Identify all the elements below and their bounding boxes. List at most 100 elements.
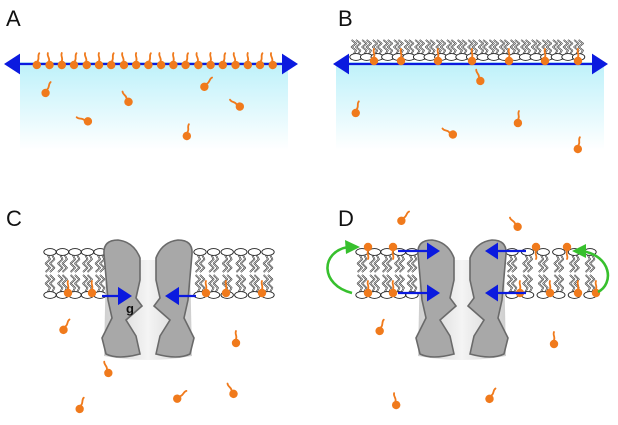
surfactant-molecule-icon <box>218 52 227 70</box>
surfactant-molecule-icon <box>549 331 559 349</box>
lipid-tail-icon <box>220 248 234 273</box>
flip-arrow <box>326 245 353 295</box>
surfactant-molecule-icon <box>573 48 583 66</box>
surfactant-molecule-icon <box>87 280 97 298</box>
panel-c-bilayer <box>43 239 275 414</box>
surfactant-molecule-icon <box>119 52 129 70</box>
surfactant-molecule-icon <box>59 318 71 335</box>
water-phase-b <box>336 62 604 150</box>
surfactant-molecule-icon <box>433 48 443 66</box>
lipid-tail-icon <box>552 274 566 299</box>
surfactant-molecule-icon <box>243 52 252 70</box>
lipid-tail-icon <box>359 39 374 61</box>
surfactant-molecule-icon <box>397 210 410 225</box>
surfactant-molecule-icon <box>363 280 373 298</box>
surfactant-molecule-icon <box>467 48 477 66</box>
surfactant-molecule-icon <box>475 68 485 86</box>
surfactant-molecule-icon <box>45 52 54 70</box>
panel-label-a: A <box>6 6 21 31</box>
surfactant-molecule-icon <box>231 52 240 70</box>
surfactant-molecule-icon <box>221 280 231 298</box>
surfactant-molecule-icon <box>545 280 555 298</box>
ion-channel-icon <box>415 239 509 360</box>
surfactant-molecule-icon <box>132 52 141 70</box>
surfactant-molecule-icon <box>391 392 401 410</box>
lipid-tail-icon <box>476 39 490 61</box>
surfactant-molecule-icon <box>388 242 398 260</box>
panel-a-interface <box>4 52 298 141</box>
lipid-tail-icon <box>550 39 565 61</box>
lipid-tail-icon <box>43 248 57 273</box>
surfactant-molecule-icon <box>231 330 241 348</box>
surfactant-molecule-icon <box>257 280 267 298</box>
lipid-tail-icon <box>392 248 407 273</box>
arrowhead-icon <box>4 53 20 75</box>
surfactant-molecule-icon <box>182 123 192 141</box>
lipid-tail-icon <box>505 248 519 273</box>
lipid-tail-icon <box>536 248 550 273</box>
water-phase-a <box>20 62 288 150</box>
surfactant-molecule-icon <box>268 52 277 70</box>
surfactant-molecule-icon <box>121 90 133 107</box>
surfactant-molecule-icon <box>540 48 550 66</box>
surfactant-molecule-icon <box>573 136 583 154</box>
lipid-tail-icon <box>247 248 262 273</box>
surfactant-molecule-icon <box>396 48 406 66</box>
arrowhead-icon <box>485 284 498 302</box>
surfactant-molecule-icon <box>75 116 93 126</box>
surfactant-molecule-icon <box>388 280 398 298</box>
surfactant-molecule-icon <box>509 216 522 231</box>
lipid-tail-icon <box>520 248 535 273</box>
surfactant-molecule-icon <box>144 52 153 70</box>
surfactant-molecule-icon <box>63 280 73 298</box>
surfactant-molecule-icon <box>363 242 373 260</box>
lipid-tail-icon <box>234 274 248 299</box>
arrowhead-icon <box>118 286 132 306</box>
lipid-tail-icon <box>43 274 57 299</box>
surfactant-molecule-icon <box>562 242 572 260</box>
arrowhead-icon <box>333 53 349 75</box>
surfactant-molecule-icon <box>255 52 265 70</box>
surfactant-molecule-icon <box>194 52 203 70</box>
gate-label: g <box>126 301 134 316</box>
lipid-tail-icon <box>405 248 419 273</box>
surfactant-molecule-icon <box>173 390 188 403</box>
lipid-tail-icon <box>234 248 248 273</box>
lipid-tail-icon <box>402 39 416 61</box>
lipid-tail-icon <box>552 248 566 273</box>
surfactant-molecule-icon <box>351 100 360 118</box>
ion-channel-icon <box>101 239 195 360</box>
surfactant-molecule-icon <box>169 52 178 70</box>
panel-d-bilayer <box>326 210 610 410</box>
surfactant-molecule-icon <box>441 127 458 139</box>
surfactant-molecule-icon <box>181 52 190 70</box>
surfactant-molecule-icon <box>41 81 52 98</box>
surfactant-molecule-icon <box>485 387 497 404</box>
lipid-tail-icon <box>349 39 363 61</box>
surfactant-molecule-icon <box>513 110 523 128</box>
surfactant-molecule-icon <box>75 396 85 414</box>
arrowhead-icon <box>282 53 298 75</box>
lipid-tail-icon <box>518 39 533 61</box>
lipid-tail-icon <box>529 39 543 61</box>
flip-arrow <box>581 249 610 294</box>
lipid-tail-icon <box>536 274 550 299</box>
lipid-tail-icon <box>380 248 394 273</box>
surfactant-molecule-icon <box>106 52 116 70</box>
panel-label-c: C <box>6 206 22 231</box>
lipid-tail-icon <box>423 39 437 61</box>
surfactant-molecule-icon <box>69 52 79 70</box>
panel-b-monolayer <box>333 39 608 154</box>
lipid-tail-icon <box>80 248 95 273</box>
surfactant-molecule-icon <box>573 280 583 298</box>
panel-label-b: B <box>338 6 353 31</box>
panel-label-d: D <box>338 206 354 231</box>
arrowhead-icon <box>592 53 608 75</box>
surfactant-molecule-icon <box>206 52 215 70</box>
surfactant-molecule-icon <box>32 52 41 70</box>
surfactant-molecule-icon <box>226 382 238 399</box>
surfactant-molecule-icon <box>94 52 104 70</box>
lipid-tail-icon <box>561 39 575 61</box>
lipid-tail-icon <box>193 248 207 273</box>
